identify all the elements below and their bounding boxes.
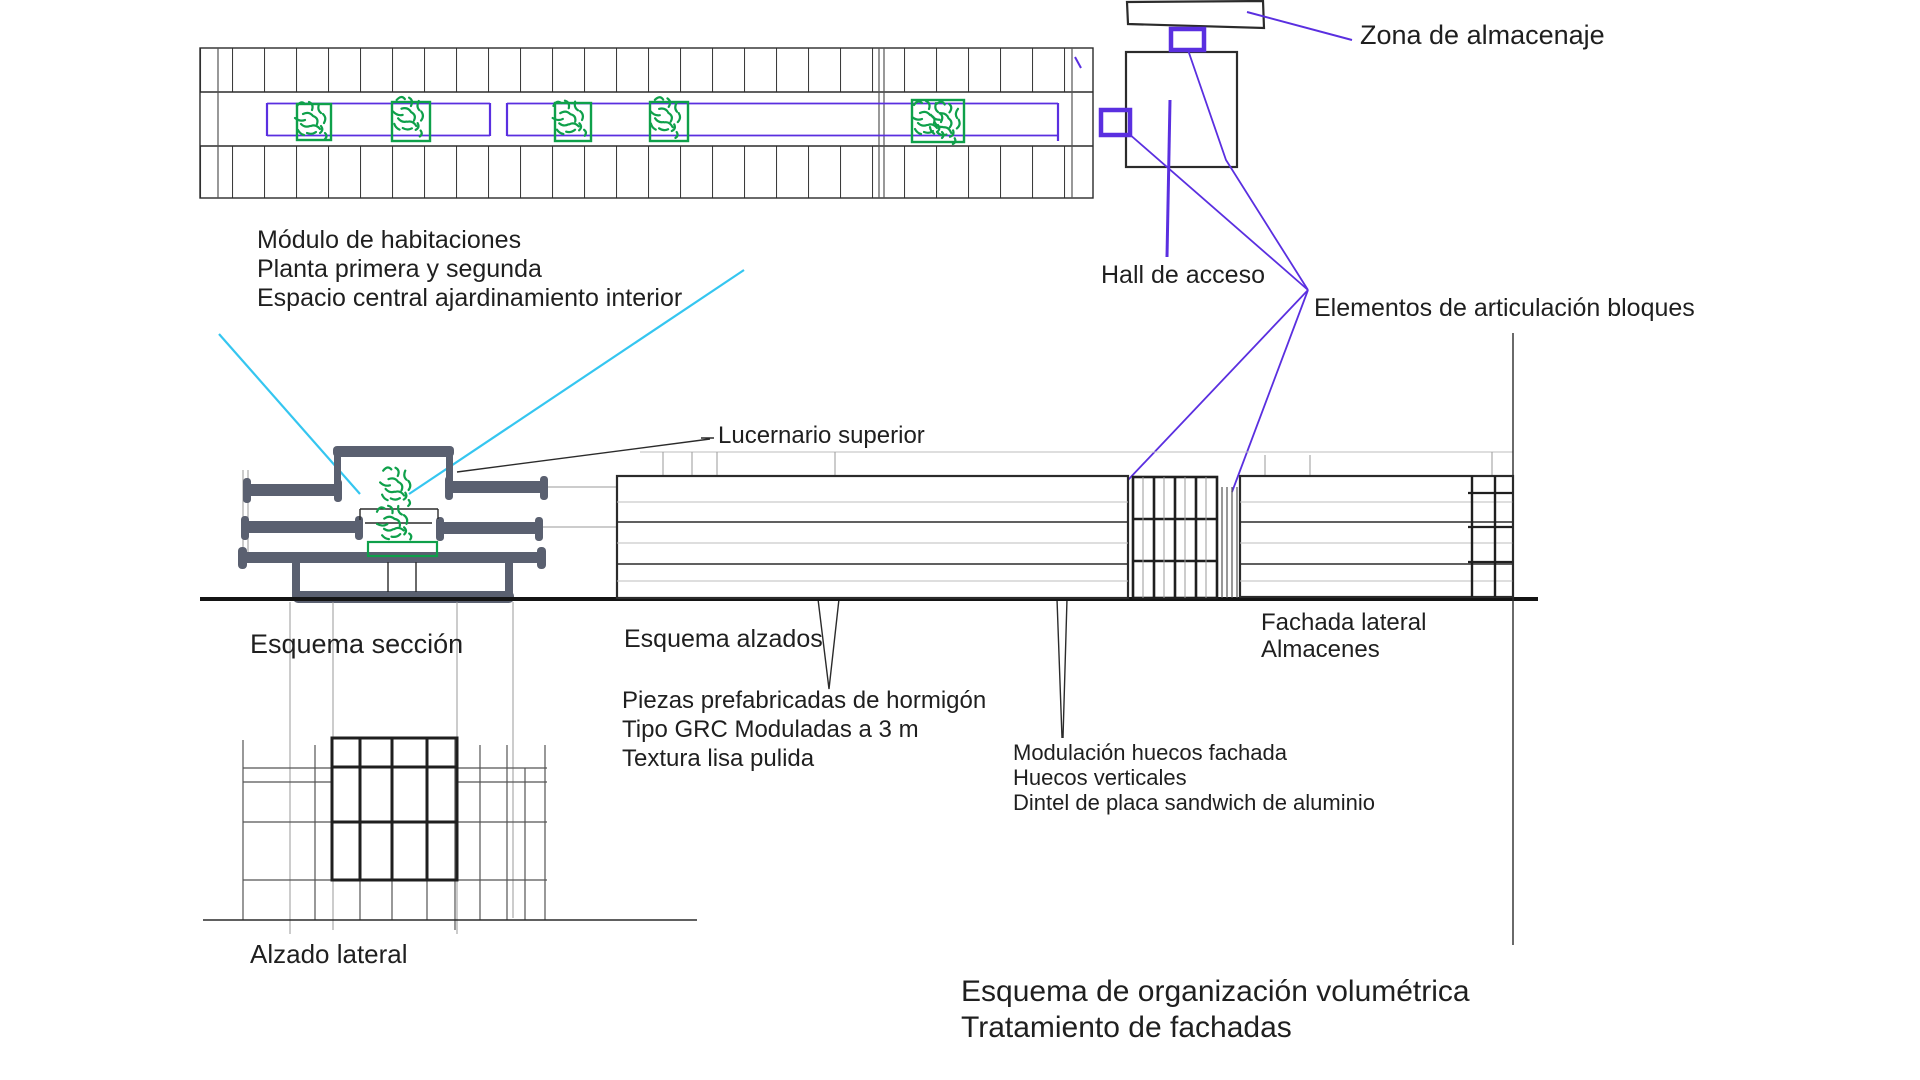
garden-strip — [265, 102, 1060, 141]
title-line: Esquema de organización volumétrica — [961, 975, 1470, 1008]
side-elevation-window-block — [330, 736, 459, 882]
section-plant — [366, 465, 439, 558]
annotation-line: Módulo de habitaciones — [257, 226, 522, 254]
access-hall — [1098, 26, 1239, 169]
articulation-label: Elementos de articulación bloques — [1314, 294, 1695, 322]
annotation-line: Almacenes — [1261, 636, 1380, 663]
annotation-line: Modulación huecos fachada — [1013, 740, 1287, 765]
annotation-line: Huecos verticales — [1013, 765, 1187, 790]
annotation-line: Espacio central ajardinamiento interior — [257, 284, 683, 312]
module-annotation: Módulo de habitaciones Planta primera y … — [257, 226, 682, 313]
side-elevation-label: Alzado lateral — [250, 939, 408, 969]
skylight-label: Lucernario superior — [718, 422, 925, 449]
title-line: Tratamiento de fachadas — [961, 1011, 1292, 1044]
facade-block-left — [615, 474, 1130, 600]
annotation-line: Fachada lateral — [1261, 609, 1427, 636]
articulation-block — [1131, 475, 1219, 600]
skylight-leader-line — [456, 437, 714, 473]
modulation-leader-lines — [1056, 598, 1068, 739]
elevation-drawing — [615, 333, 1515, 945]
modulation-annotation: Modulación huecos fachada Huecos vertica… — [1013, 740, 1375, 815]
side-facade-annotation: Fachada lateral Almacenes — [1261, 609, 1426, 663]
articulation-leader-lines — [1127, 49, 1309, 493]
section-label: Esquema sección — [250, 629, 464, 659]
precast-annotation: Piezas prefabricadas de hormigón Tipo GR… — [622, 686, 986, 773]
storage-leader-line — [1246, 11, 1353, 41]
storage-room — [1125, 0, 1266, 30]
annotation-line: Tipo GRC Moduladas a 3 m — [622, 716, 919, 743]
articulation-element-left — [1098, 107, 1133, 138]
annotation-line: Dintel de placa sandwich de aluminio — [1013, 790, 1375, 815]
section-drawing — [238, 446, 616, 603]
annotation-line: Piezas prefabricadas de hormigón — [622, 687, 987, 714]
garden-plant-boxes — [293, 94, 967, 146]
hall-leader-line — [1165, 99, 1172, 258]
annotation-lines — [218, 11, 1353, 739]
side-elevation-drawing — [203, 602, 697, 934]
drawing-title: Esquema de organización volumétrica Trat… — [961, 974, 1470, 1046]
annotation-line: Textura lisa pulida — [622, 745, 815, 772]
hall-label: Hall de acceso — [1101, 261, 1265, 289]
articulation-element-top — [1168, 26, 1207, 53]
storage-label: Zona de almacenaje — [1360, 20, 1605, 50]
precast-leader-lines — [817, 598, 840, 690]
annotation-line: Planta primera y segunda — [257, 255, 542, 283]
elevations-label: Esquema alzados — [624, 625, 823, 653]
floor-plan — [199, 47, 1094, 199]
facade-block-right — [1238, 474, 1515, 599]
